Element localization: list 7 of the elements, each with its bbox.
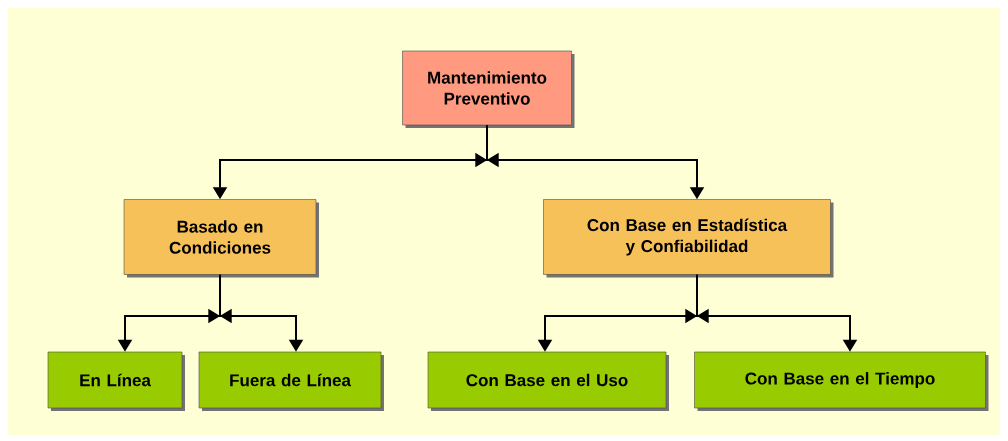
process-box: Con Base en el Tiempo [694,351,989,411]
process-box: Mantenimiento Preventivo [402,50,575,128]
process-box: Con Base en Estadística y Confiabilidad [543,199,834,278]
process-box: En Línea [47,351,185,411]
process-box: Con Base en el Uso [427,351,669,411]
process-box: Basado en Condiciones [123,199,319,278]
process-box: Fuera de Línea [198,351,384,411]
